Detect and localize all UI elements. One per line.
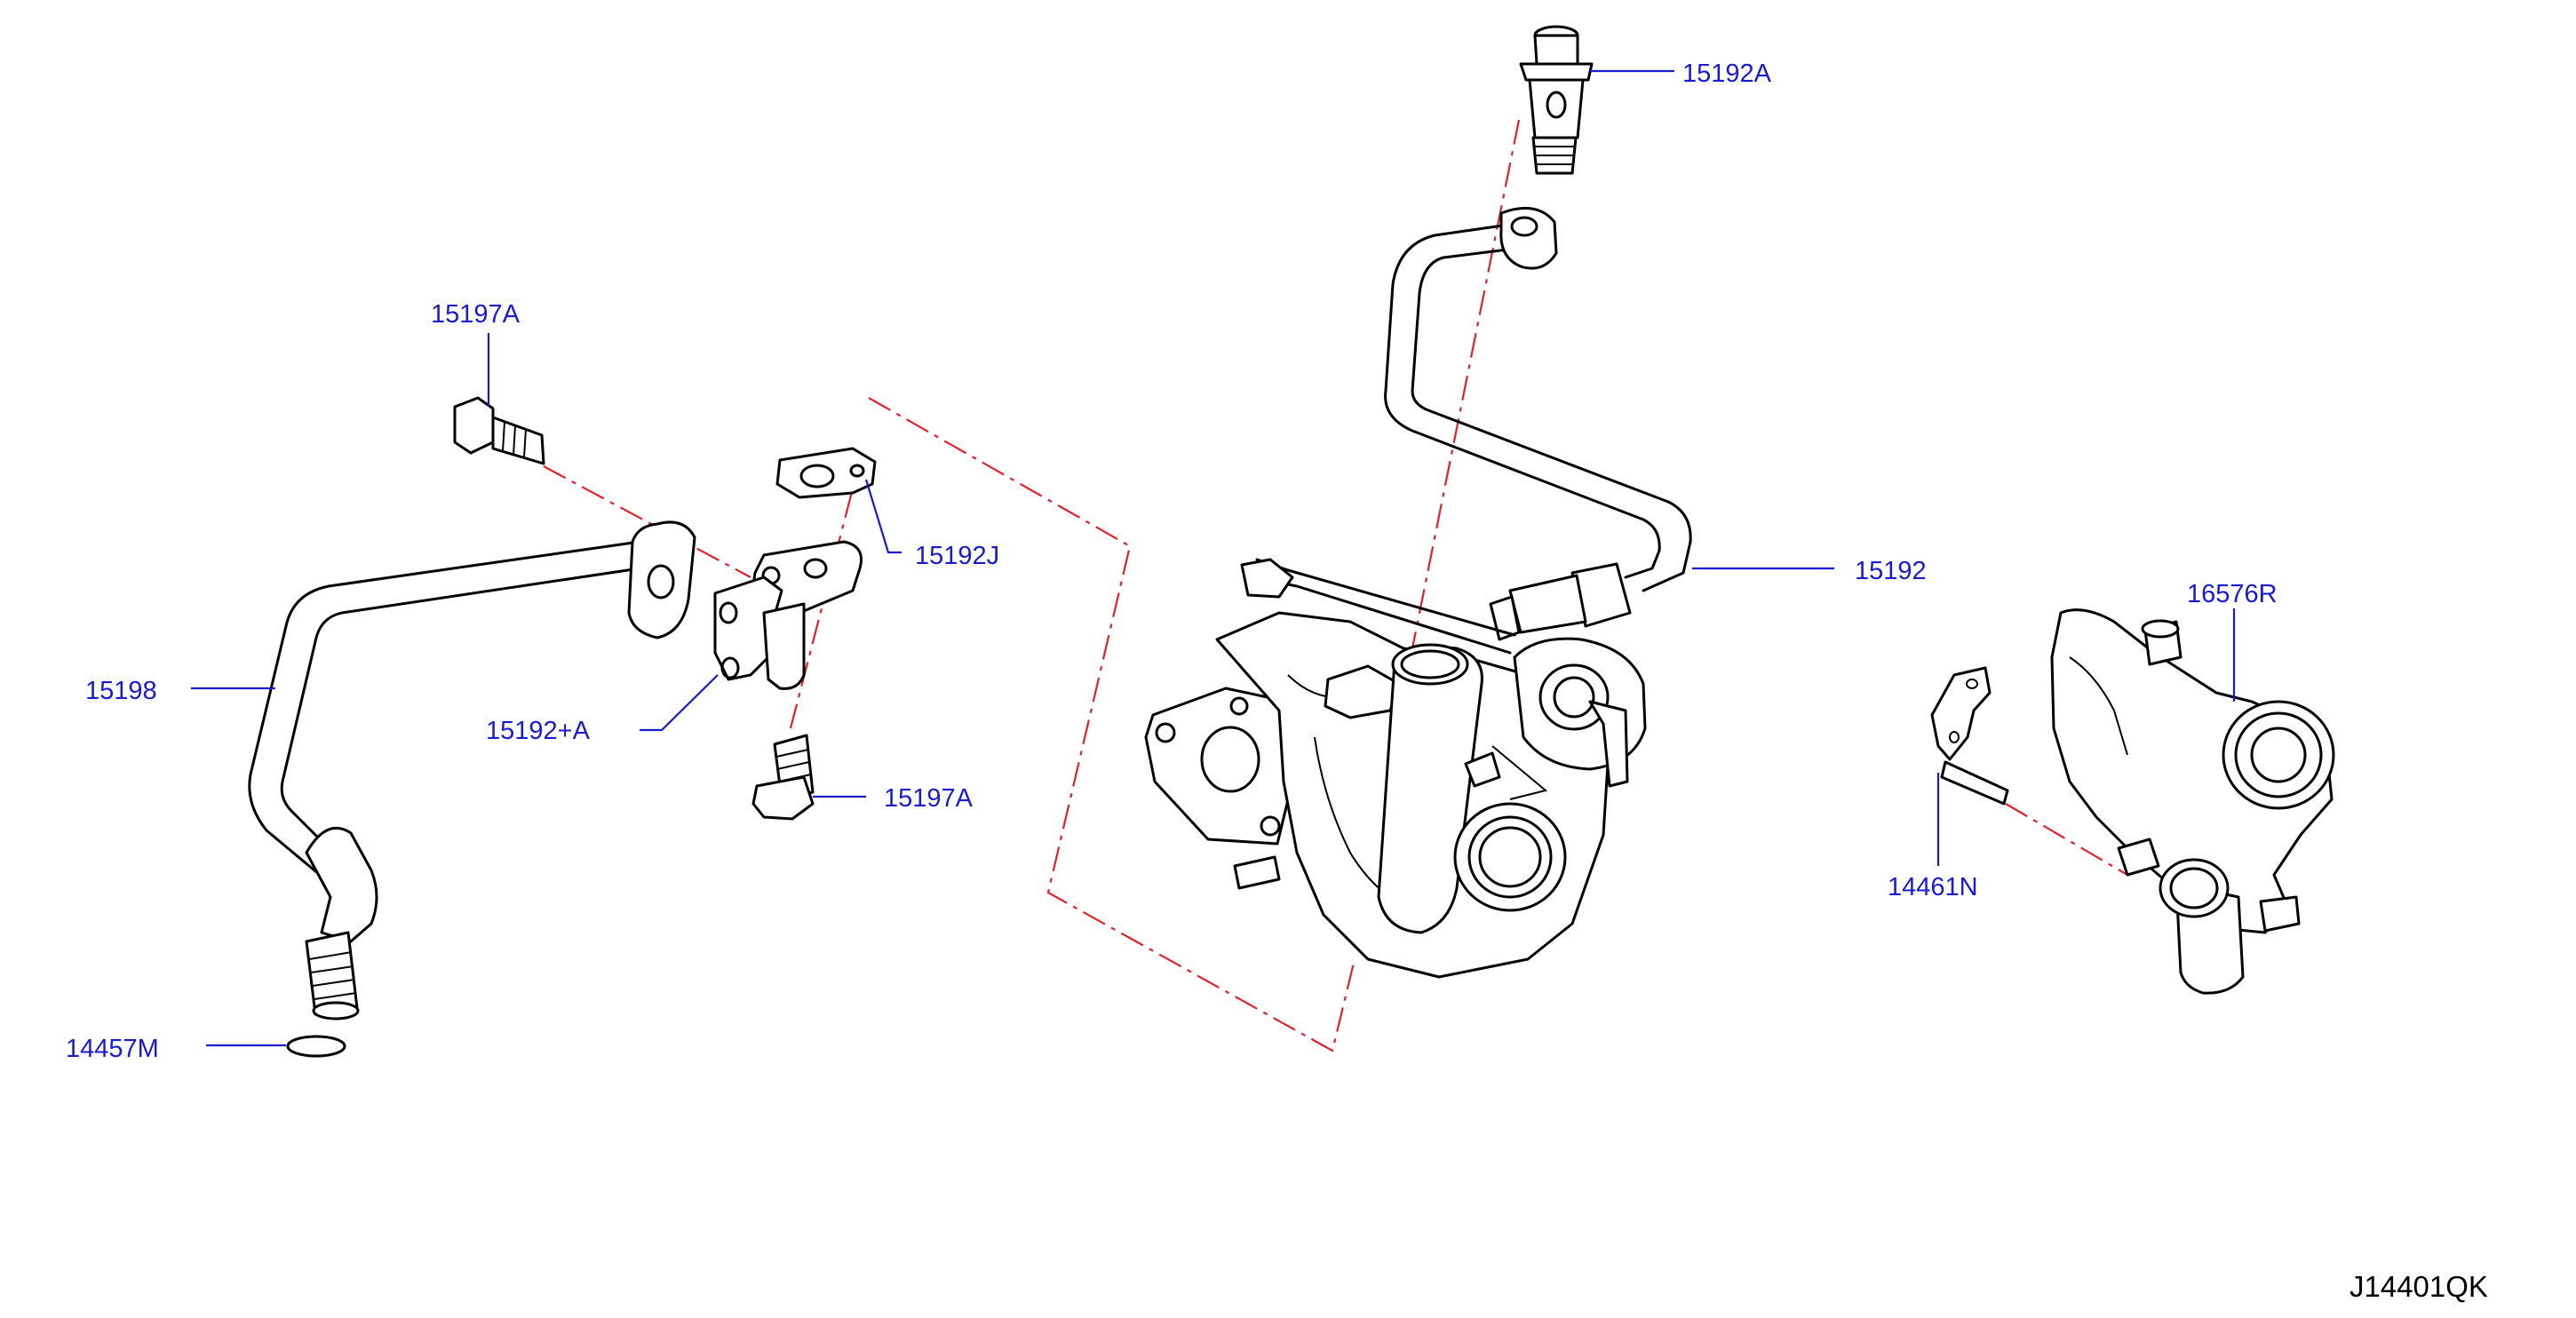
assembly-guide-lines xyxy=(543,119,2128,1052)
callout-labels: 15192A 15197A 15192J 15192 16576R 15198 … xyxy=(66,60,2278,1063)
callout-15197a-bottom: 15197A xyxy=(884,784,974,813)
oil-feed-pipe xyxy=(1384,206,1692,641)
compressor-inlet xyxy=(1453,802,1567,912)
callout-14457m: 14457M xyxy=(66,1035,159,1063)
callout-15197a-top: 15197A xyxy=(431,300,521,329)
callout-15192pa: 15192+A xyxy=(486,717,591,745)
pipe-bend xyxy=(305,826,378,943)
guide-banjo-to-turbo xyxy=(1411,119,1521,649)
guide-bolt-to-flange xyxy=(543,465,751,578)
o-ring xyxy=(286,1035,346,1058)
diagram-code: J14401QK xyxy=(2349,1270,2488,1303)
callout-15198: 15198 xyxy=(85,677,157,705)
guide-housing-outline xyxy=(868,397,1356,1052)
turbine-inlet-flange xyxy=(1144,687,1294,846)
oil-return-pipe xyxy=(248,520,696,1020)
callout-16576r: 16576R xyxy=(2187,580,2278,608)
banjo-eye xyxy=(1499,206,1558,270)
pipe-flange xyxy=(627,520,696,639)
callout-14461n: 14461N xyxy=(1888,873,1978,901)
leader-15192pa xyxy=(640,674,719,732)
lower-bolt xyxy=(751,734,815,821)
guide-stud-to-outlet xyxy=(2005,803,2128,876)
leader-15192j xyxy=(864,479,902,554)
callout-15192: 15192 xyxy=(1855,557,1927,585)
banjo-bolt xyxy=(1519,25,1594,175)
gasket xyxy=(775,447,877,499)
air-outlet-housing xyxy=(2050,608,2335,995)
adapter-flange xyxy=(713,540,863,690)
callout-15192a: 15192A xyxy=(1682,60,1772,88)
turbocharger xyxy=(1144,558,1647,979)
leader-lines xyxy=(191,69,2236,1047)
stud xyxy=(1930,666,2009,806)
upper-bolt xyxy=(453,396,545,465)
callout-15192j: 15192J xyxy=(915,542,999,570)
guide-lower-bolt-to-gasket xyxy=(789,488,855,729)
hose-end-cap xyxy=(312,1001,360,1020)
outlet-port xyxy=(2222,700,2335,810)
